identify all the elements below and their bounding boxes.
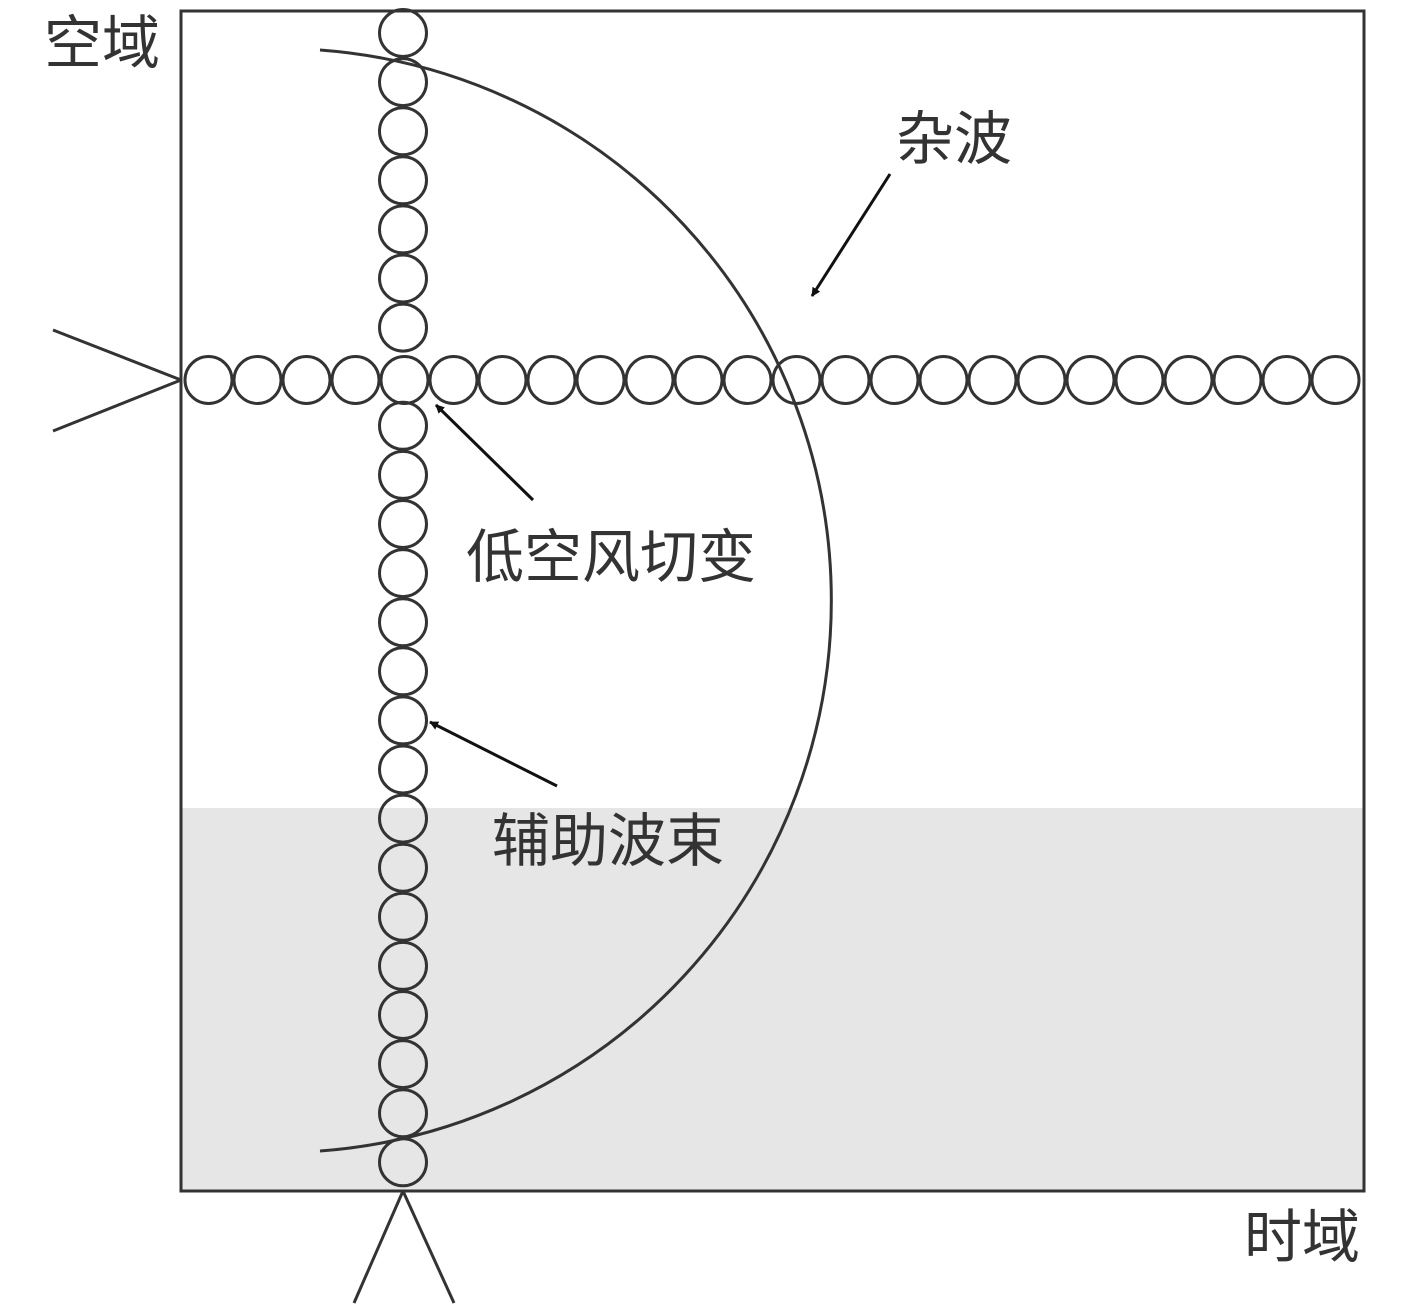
vertical-beam-circle [378, 744, 428, 795]
frame-box [179, 9, 1366, 1193]
horizontal-beam-circle [967, 355, 1018, 405]
horizontal-beam-circle [1310, 355, 1361, 405]
horizontal-beam-circle [281, 355, 332, 405]
vertical-beam-circle [378, 449, 428, 500]
vertical-beam-circle [378, 106, 428, 157]
vertical-beam-circle [378, 1137, 428, 1188]
vertical-beam-circle [378, 155, 428, 206]
horizontal-beam-circle [869, 355, 920, 405]
horizontal-beam-circle [673, 355, 724, 405]
horizontal-beam-circle [1212, 355, 1263, 405]
vertical-beam-circle [378, 8, 428, 58]
vertical-beam-string [378, 8, 428, 1188]
horizontal-beam-circle [624, 355, 675, 405]
time-domain-label: 时域 [1244, 1203, 1361, 1271]
vertical-beam-circle [378, 302, 428, 353]
vertical-beam-circle [378, 1088, 428, 1139]
vertical-beam-circle [378, 695, 428, 746]
horizontal-beam-circle [771, 355, 822, 405]
vertical-beam-circle [378, 1039, 428, 1090]
wind-shear-label: 低空风切变 [466, 523, 757, 591]
horizontal-beam-circle [1261, 355, 1312, 405]
horizontal-beam-circle [232, 355, 283, 405]
clutter-arrow [810, 173, 892, 297]
horizontal-beam-circle [575, 355, 626, 405]
vertical-beam-circle [378, 499, 428, 549]
vertical-beam-circle [378, 204, 428, 255]
shaded-region [181, 808, 1364, 1191]
vertical-beam-circle [378, 990, 428, 1040]
vertical-beam-circle [378, 793, 428, 844]
horizontal-beam-circle [1016, 355, 1067, 405]
vertical-beam-circle [378, 548, 428, 599]
clutter-label: 杂波 [896, 105, 1013, 173]
vertical-beam-circle [378, 253, 428, 304]
horizontal-beam-circle [477, 355, 528, 405]
auxiliary-beam-label: 辅助波束 [492, 807, 725, 875]
vertical-beam-circle [378, 400, 428, 451]
vertical-beam-circle [378, 842, 428, 893]
horizontal-beam-circle [918, 355, 969, 405]
vertical-beam-circle [378, 597, 428, 648]
horizontal-beam-circle [722, 355, 773, 405]
spatial-domain-label: 空域 [44, 9, 161, 77]
horizontal-beam-circle [428, 355, 479, 405]
wind-shear-arrow [434, 403, 535, 502]
vertical-beam-circle [378, 940, 428, 991]
left-antenna-symbol [52, 328, 182, 433]
horizontal-beam-circle [1065, 355, 1116, 405]
vertical-beam-circle [378, 646, 428, 697]
horizontal-beam-circle [1163, 355, 1214, 405]
horizontal-beam-circle [330, 355, 381, 405]
horizontal-beam-circle [379, 355, 430, 405]
vertical-beam-circle [378, 57, 428, 108]
auxiliary-beam-arrow [429, 720, 558, 788]
horizontal-beam-circle [526, 355, 577, 405]
horizontal-beam-circle [1114, 355, 1165, 405]
horizontal-beam-string [183, 355, 1361, 405]
horizontal-beam-circle [183, 355, 234, 405]
horizontal-beam-circle [820, 355, 871, 405]
vertical-beam-circle [378, 891, 428, 942]
clutter-arc [319, 48, 833, 1153]
bottom-antenna-symbol [352, 1190, 456, 1304]
